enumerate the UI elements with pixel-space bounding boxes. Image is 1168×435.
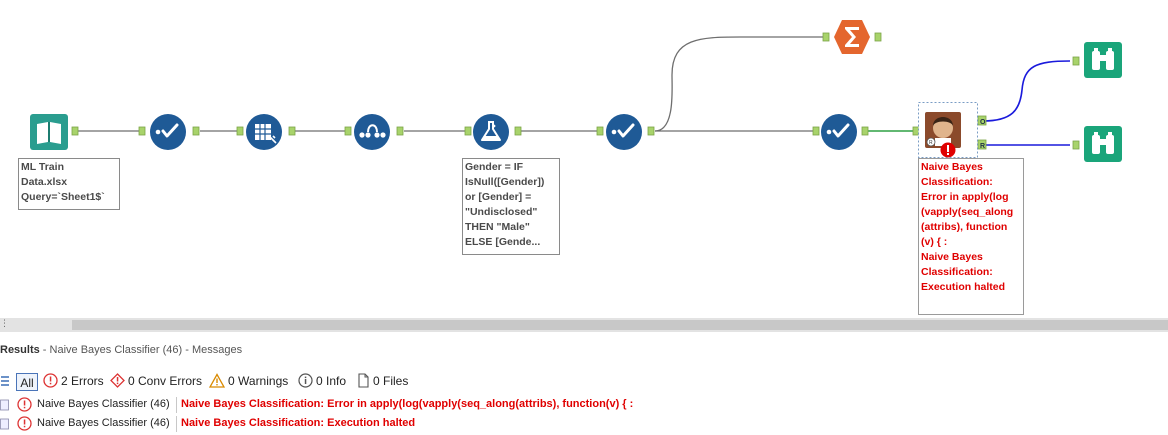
results-filter-bar: All 2 Errors 0 Conv Errors 0 Warnings 0 … xyxy=(0,372,1168,392)
browse-tool-o[interactable] xyxy=(1084,42,1122,78)
sample-tool[interactable] xyxy=(353,113,391,151)
wire-select-summarize xyxy=(654,36,823,132)
anchor-out xyxy=(396,126,404,136)
scrollbar-thumb[interactable] xyxy=(72,320,1168,330)
browse-tool-r[interactable] xyxy=(1084,126,1122,162)
data-cleansing-icon xyxy=(246,114,282,150)
results-title: Results - Naive Bayes Classifier (46) - … xyxy=(0,344,243,356)
error-circle-icon xyxy=(17,397,32,415)
filter-info-button[interactable]: 0 Info xyxy=(298,373,346,388)
formula-tool[interactable] xyxy=(472,113,510,151)
anchor-out xyxy=(647,126,655,136)
annotation-formula: Gender = IF IsNull([Gender]) or [Gender]… xyxy=(462,158,560,255)
conv-error-icon xyxy=(110,373,125,388)
anchor-in xyxy=(822,32,830,42)
message-source: Naive Bayes Classifier (46) xyxy=(37,417,170,429)
summarize-icon xyxy=(834,20,870,54)
anchor-in xyxy=(236,126,244,136)
annotation-input: ML Train Data.xlsx Query=`Sheet1$` xyxy=(18,158,120,210)
message-row[interactable]: Naive Bayes Classifier (46) Naive Bayes … xyxy=(0,396,1168,414)
splitter-grip[interactable]: ⋮ xyxy=(0,318,9,328)
anchor-out-o xyxy=(977,115,987,126)
file-icon xyxy=(358,373,369,388)
anchor-label-r: R xyxy=(980,143,985,150)
anchor-in xyxy=(1072,56,1080,66)
anchor-out xyxy=(71,126,79,136)
column-divider xyxy=(176,416,177,432)
canvas-horizontal-scrollbar[interactable]: ⋮ xyxy=(0,318,1168,332)
wire-nb-browse-o xyxy=(982,60,1071,122)
anchor-out xyxy=(874,32,882,42)
row-marker-icon xyxy=(0,399,9,414)
filter-all-button[interactable]: All xyxy=(16,373,38,391)
results-panel: Results - Naive Bayes Classifier (46) - … xyxy=(0,332,1168,435)
formula-icon xyxy=(473,114,509,150)
browse-icon xyxy=(1084,42,1122,78)
anchor-out-r xyxy=(977,139,987,150)
data-cleansing-tool[interactable] xyxy=(245,113,283,151)
anchor-in xyxy=(138,126,146,136)
filter-warnings-button[interactable]: 0 Warnings xyxy=(209,373,288,388)
workflow-canvas[interactable]: O R xyxy=(0,0,1168,318)
select-icon xyxy=(150,114,186,150)
list-icon[interactable] xyxy=(0,374,10,391)
filter-conv-errors-button[interactable]: 0 Conv Errors xyxy=(110,373,202,388)
select-icon xyxy=(606,114,642,150)
browse-icon xyxy=(1084,126,1122,162)
message-text: Naive Bayes Classification: Execution ha… xyxy=(181,417,416,429)
summarize-tool[interactable] xyxy=(833,18,871,56)
select-icon xyxy=(821,114,857,150)
info-icon xyxy=(298,373,313,388)
anchor-in xyxy=(1072,140,1080,150)
anchor-in xyxy=(464,126,472,136)
svg-text:R: R xyxy=(929,140,933,146)
input-data-tool[interactable] xyxy=(30,114,68,150)
select-tool-2[interactable] xyxy=(605,113,643,151)
filter-errors-button[interactable]: 2 Errors xyxy=(43,373,104,388)
column-divider xyxy=(176,397,177,413)
sample-icon xyxy=(354,114,390,150)
error-circle-icon xyxy=(17,416,32,434)
input-data-icon xyxy=(30,114,68,150)
connection-wires: O R xyxy=(71,32,1080,150)
anchor-out xyxy=(288,126,296,136)
select-tool[interactable] xyxy=(149,113,187,151)
error-indicator xyxy=(940,142,956,158)
anchor-in xyxy=(344,126,352,136)
error-circle-icon xyxy=(43,373,58,388)
anchor-out xyxy=(514,126,522,136)
error-icon xyxy=(940,142,956,158)
message-text: Naive Bayes Classification: Error in app… xyxy=(181,398,634,410)
anchor-label-o: O xyxy=(980,119,986,126)
message-row[interactable]: Naive Bayes Classifier (46) Naive Bayes … xyxy=(0,415,1168,433)
anchor-out xyxy=(192,126,200,136)
message-source: Naive Bayes Classifier (46) xyxy=(37,398,170,410)
filter-files-button[interactable]: 0 Files xyxy=(357,373,408,388)
anchor-out xyxy=(861,126,869,136)
anchor-in xyxy=(812,126,820,136)
annotation-naive-bayes: Naive Bayes Classification: Error in app… xyxy=(918,158,1024,315)
row-marker-icon xyxy=(0,418,9,433)
anchor-in xyxy=(596,126,604,136)
warning-icon xyxy=(209,373,225,388)
select-tool-3[interactable] xyxy=(820,113,858,151)
